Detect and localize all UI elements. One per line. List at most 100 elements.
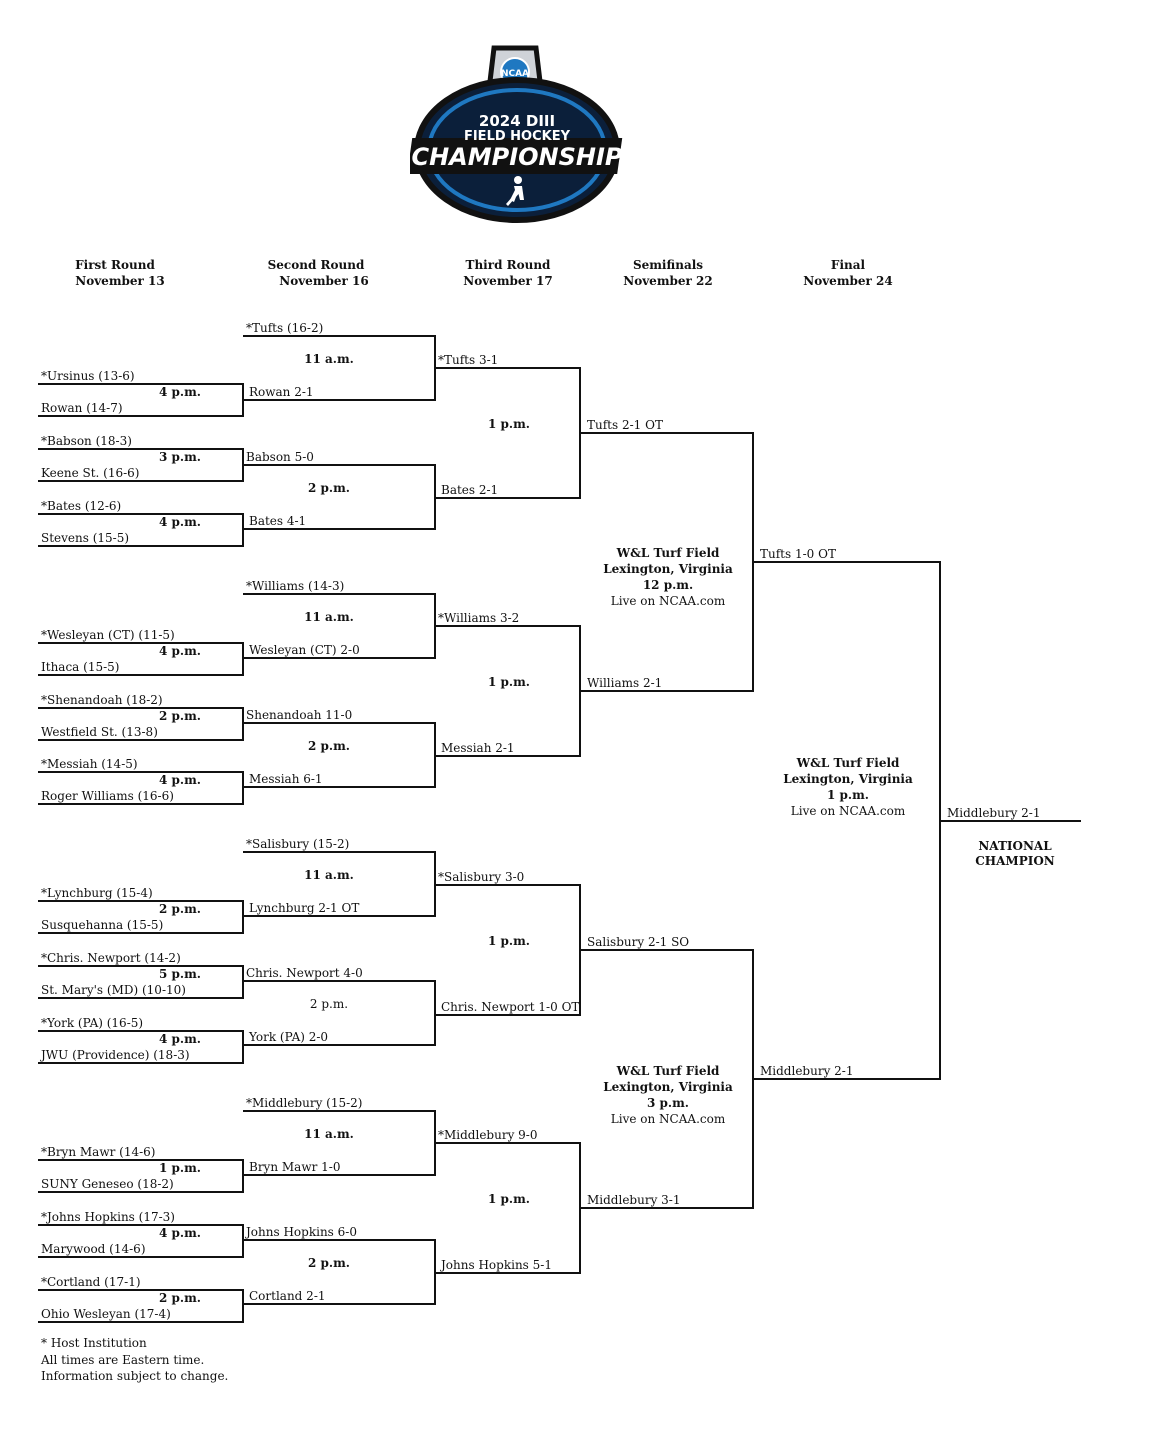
r1-top-line [38, 1224, 243, 1226]
r1-top-line [38, 900, 243, 902]
r2-team-bottom: Cortland 2-1 [249, 1289, 326, 1303]
svg-text:FIELD HOCKEY: FIELD HOCKEY [464, 129, 571, 144]
r2-top-line [243, 1110, 435, 1112]
r1-team-bottom: Stevens (15-5) [41, 531, 130, 545]
r2-time: 2 p.m. [308, 481, 350, 495]
r1-time: 4 p.m. [159, 644, 201, 658]
r1-time: 3 p.m. [159, 450, 201, 464]
r3-team-bottom: Chris. Newport 1-0 OT [441, 1000, 580, 1014]
svg-text:NCAA: NCAA [501, 69, 529, 79]
r2-team-bottom: York (PA) 2-0 [249, 1030, 329, 1044]
r3-team-top: *Williams 3-2 [438, 611, 520, 625]
r1-team-top: *Cortland (17-1) [41, 1275, 141, 1289]
r2-bottom-line [243, 1044, 435, 1046]
r3-team-top: *Middlebury 9-0 [438, 1128, 538, 1142]
r1-top-line [38, 771, 243, 773]
r1-bottom-line [38, 1191, 243, 1193]
r2-top-line [243, 335, 435, 337]
r1-connector [242, 900, 244, 934]
r3-team-top: *Tufts 3-1 [438, 353, 499, 367]
r2-bottom-line [243, 528, 435, 530]
r1-time: 4 p.m. [159, 1032, 201, 1046]
r1-team-bottom: Ohio Wesleyan (17-4) [41, 1307, 171, 1321]
r3-time: 1 p.m. [488, 934, 530, 948]
r1-team-bottom: SUNY Geneseo (18-2) [41, 1177, 174, 1191]
r1-time: 2 p.m. [159, 1291, 201, 1305]
r2-team-top: Chris. Newport 4-0 [246, 966, 363, 980]
r1-top-line [38, 965, 243, 967]
r2-team-bottom: Rowan 2-1 [249, 385, 314, 399]
r1-team-top: *Shenandoah (18-2) [41, 693, 163, 707]
r2-team-top: *Williams (14-3) [246, 579, 345, 593]
sf-team-top: Tufts 2-1 OT [587, 418, 663, 432]
championship-logo: NCAA 2024 DIII FIELD HOCKEY CHAMPIONSHIP [410, 45, 623, 223]
r2-team-top: *Tufts (16-2) [246, 321, 324, 335]
note-change: Information subject to change. [41, 1369, 229, 1383]
r2-bottom-line [243, 786, 435, 788]
r1-time: 4 p.m. [159, 1226, 201, 1240]
r1-connector [242, 965, 244, 999]
r2-time: 2 p.m. [309, 997, 349, 1011]
r1-top-line [38, 1030, 243, 1032]
r1-connector [242, 1224, 244, 1258]
r1-team-bottom: Rowan (14-7) [41, 401, 123, 415]
r2-team-top: Johns Hopkins 6-0 [246, 1225, 357, 1239]
svg-text:2024 DIII: 2024 DIII [479, 112, 555, 130]
r2-team-top: *Salisbury (15-2) [246, 837, 350, 851]
r1-time: 4 p.m. [159, 515, 201, 529]
r3-team-top: *Salisbury 3-0 [438, 870, 525, 884]
r3-team-bottom: Johns Hopkins 5-1 [441, 1258, 552, 1272]
r1-connector [242, 1289, 244, 1323]
r3-team-bottom: Messiah 2-1 [441, 741, 515, 755]
r1-connector [242, 1159, 244, 1193]
final-top-line [753, 561, 940, 563]
sf-team-top: Salisbury 2-1 SO [587, 935, 690, 949]
r2-team-bottom: Lynchburg 2-1 OT [249, 901, 360, 915]
r3-team-bottom: Bates 2-1 [441, 483, 499, 497]
r1-team-bottom: JWU (Providence) (18-3) [41, 1048, 190, 1062]
sf-top-line [580, 949, 753, 951]
svg-text:CHAMPIONSHIP: CHAMPIONSHIP [411, 143, 622, 171]
r2-bottom-line [243, 1174, 435, 1176]
field-hockey-player-icon [506, 176, 524, 206]
r1-connector [242, 1030, 244, 1064]
r2-team-bottom: Wesleyan (CT) 2-0 [249, 643, 360, 657]
r1-connector [242, 642, 244, 676]
r1-bottom-line [38, 739, 243, 741]
footnotes: * Host Institution All times are Eastern… [41, 1335, 228, 1385]
r1-time: 2 p.m. [159, 902, 201, 916]
r1-bottom-line [38, 1321, 243, 1323]
r1-team-top: *Bates (12-6) [41, 499, 122, 513]
r1-team-bottom: St. Mary's (MD) (10-10) [41, 983, 186, 997]
r2-top-line [243, 851, 435, 853]
r1-top-line [38, 1289, 243, 1291]
r3-bottom-line [435, 1272, 580, 1274]
r3-top-line [435, 884, 580, 886]
r3-top-line [435, 1142, 580, 1144]
r1-top-line [38, 1159, 243, 1161]
champion-line [940, 820, 1081, 822]
r2-time: 2 p.m. [308, 1256, 350, 1270]
r3-bottom-line [435, 1014, 580, 1016]
r1-bottom-line [38, 932, 243, 934]
r1-team-top: *Babson (18-3) [41, 434, 132, 448]
r2-time: 11 a.m. [304, 868, 354, 882]
sf-bottom-line [580, 690, 753, 692]
r2-top-line [243, 980, 435, 982]
r2-top-line [243, 464, 435, 466]
champion-name: Middlebury 2-1 [947, 806, 1041, 820]
r1-team-bottom: Roger Williams (16-6) [41, 789, 174, 803]
r2-bottom-line [243, 657, 435, 659]
sf-team-bottom: Williams 2-1 [587, 676, 663, 690]
r1-team-top: *Lynchburg (15-4) [41, 886, 153, 900]
r3-time: 1 p.m. [488, 417, 530, 431]
sf-top-line [580, 432, 753, 434]
r3-time: 1 p.m. [488, 1192, 530, 1206]
r3-bottom-line [435, 755, 580, 757]
r2-time: 11 a.m. [304, 610, 354, 624]
r2-top-line [243, 722, 435, 724]
